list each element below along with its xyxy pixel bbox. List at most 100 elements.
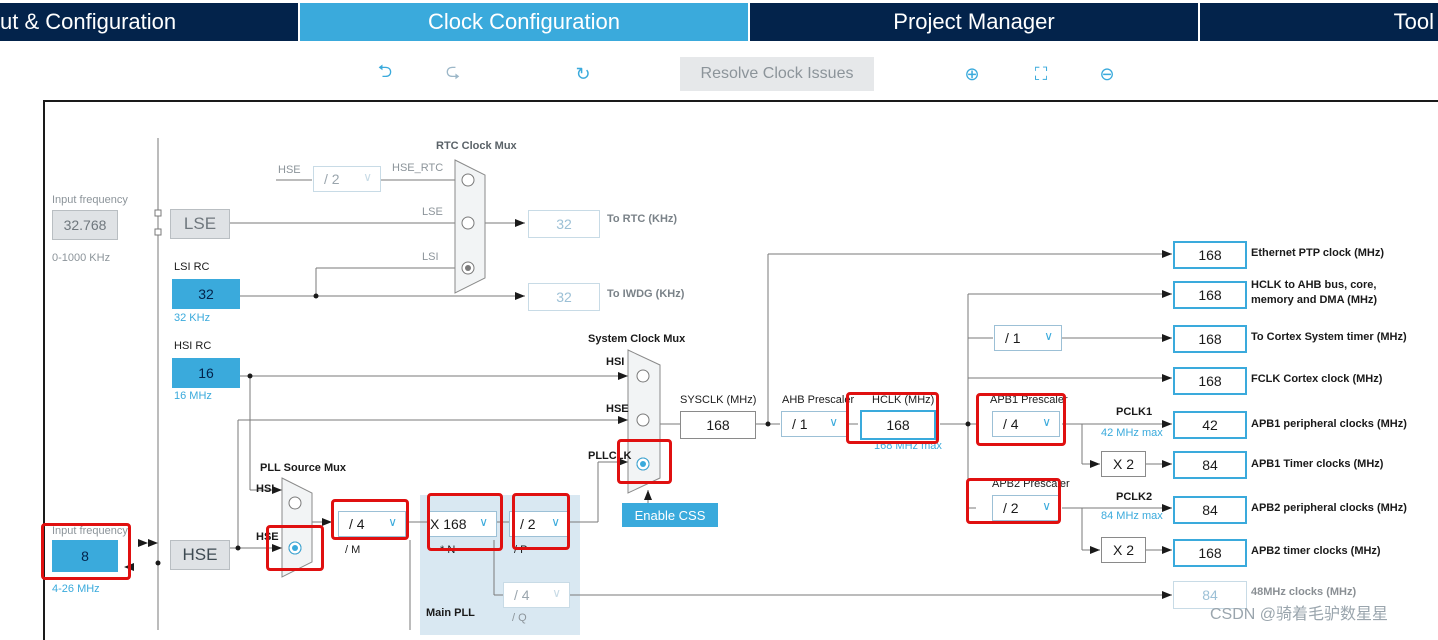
highlight-hclk	[846, 392, 939, 444]
chevron-down-icon: ∨	[388, 515, 397, 529]
clock-diagram-frame	[43, 100, 1438, 640]
ethernet-ptp-clock-value[interactable]: 168	[1173, 241, 1247, 269]
ethernet-ptp-clock-label: Ethernet PTP clock (MHz)	[1251, 247, 1385, 259]
chevron-down-icon: ∨	[551, 515, 560, 529]
pll-m-label: / M	[345, 544, 361, 556]
highlight-apb2	[966, 478, 1061, 524]
hse-rtc-label: HSE_RTC	[392, 162, 444, 174]
apb1-prescaler-value: / 4	[1003, 416, 1019, 432]
highlight-pll-p	[512, 493, 570, 550]
rtc-output-label: To RTC (KHz)	[607, 213, 678, 225]
pll-q-value: / 4	[514, 587, 530, 603]
refresh-icon[interactable]: ↻	[575, 63, 591, 84]
apb2-timer-multiplier: X 2	[1101, 537, 1146, 563]
undo-icon[interactable]: ⮌	[377, 61, 393, 81]
pclk2-max: 84 MHz max	[1101, 510, 1163, 522]
enable-css-button[interactable]: Enable CSS	[622, 503, 718, 527]
apb2-peripheral-clocks-value[interactable]: 84	[1173, 496, 1247, 524]
tab-tools[interactable]: Tool	[1200, 3, 1438, 41]
zoom-out-icon[interactable]: ⊖	[1099, 63, 1115, 84]
tab-label: Clock Configuration	[428, 9, 620, 34]
hclk-label: HCLK (MHz)	[872, 394, 935, 406]
pll-source-hsi-label: HSI	[256, 483, 275, 495]
pll-m-value: / 4	[349, 516, 365, 532]
rtc-lsi-label: LSI	[422, 251, 439, 263]
apb1-peripheral-clocks-value[interactable]: 42	[1173, 411, 1247, 439]
chevron-down-icon: ∨	[1042, 499, 1051, 513]
hse-range: 4-26 MHz	[52, 583, 100, 595]
hse-rtc-divider[interactable]: / 2 ∨	[313, 166, 381, 192]
pll-m-divider[interactable]: / 4 ∨	[338, 511, 406, 537]
chevron-down-icon: ∨	[363, 170, 372, 184]
apb2-prescaler-select[interactable]: / 2 ∨	[992, 495, 1060, 521]
cortex-system-timer-value[interactable]: 168	[1173, 325, 1247, 353]
tab-project-manager[interactable]: Project Manager	[750, 3, 1198, 41]
pll-p-value: / 2	[520, 516, 536, 532]
48mhz-clocks-label: 48MHz clocks (MHz)	[1251, 586, 1357, 598]
apb1-peripheral-clocks-label: APB1 peripheral clocks (MHz)	[1251, 418, 1407, 430]
pclk1-max: 42 MHz max	[1101, 427, 1163, 439]
fclk-cortex-clock-value[interactable]: 168	[1173, 367, 1247, 395]
pll-n-value: X 168	[430, 516, 467, 532]
chevron-down-icon: ∨	[1042, 415, 1051, 429]
system-clock-mux-title: System Clock Mux	[588, 333, 686, 345]
apb1-timer-clocks-value[interactable]: 84	[1173, 451, 1247, 479]
system-mux-pllclk-label: PLLCLK	[588, 450, 632, 462]
highlight-pll-n	[427, 493, 503, 551]
iwdg-output-value[interactable]: 32	[528, 283, 600, 311]
chevron-down-icon: ∨	[829, 415, 838, 429]
ahb-prescaler-label: AHB Prescaler	[782, 394, 855, 406]
lse-input-frequency[interactable]: 32.768	[52, 210, 118, 240]
lse-input-label: Input frequency	[52, 194, 128, 206]
system-mux-hsi-label: HSI	[606, 356, 625, 368]
hclk-ahb-value[interactable]: 168	[1173, 281, 1247, 309]
chevron-down-icon: ∨	[552, 586, 561, 600]
pll-source-mux-title: PLL Source Mux	[260, 462, 346, 474]
highlight-apb1	[976, 393, 1066, 446]
tab-label: Project Manager	[893, 9, 1055, 34]
rtc-output-value[interactable]: 32	[528, 210, 600, 238]
cortex-timer-divider-value: / 1	[1005, 330, 1021, 346]
hclk-ahb-label-line2: memory and DMA (MHz)	[1251, 294, 1378, 306]
lse-range: 0-1000 KHz	[52, 252, 111, 264]
pll-p-divider[interactable]: / 2 ∨	[509, 511, 569, 537]
pll-q-divider[interactable]: / 4 ∨	[503, 582, 570, 608]
main-pll-title: Main PLL	[426, 607, 475, 619]
sysclk-label: SYSCLK (MHz)	[680, 394, 757, 406]
hse-input-frequency[interactable]: 8	[52, 540, 118, 572]
lse-block: LSE	[170, 209, 230, 239]
highlight-pllclk	[617, 439, 672, 484]
hclk-value[interactable]: 168	[860, 410, 936, 440]
tab-clock-configuration[interactable]: Clock Configuration	[300, 3, 748, 41]
chevron-down-icon: ∨	[1044, 329, 1053, 343]
highlight-pll-m	[331, 499, 409, 540]
hse-input-label: Input frequency	[52, 525, 128, 537]
tab-pinout-configuration[interactable]: ut & Configuration	[0, 3, 298, 41]
apb2-timer-clocks-value[interactable]: 168	[1173, 539, 1247, 567]
resolve-clock-issues-button[interactable]: Resolve Clock Issues	[680, 57, 874, 91]
sysclk-value[interactable]: 168	[680, 411, 756, 439]
apb2-prescaler-value: / 2	[1003, 500, 1019, 516]
highlight-pll-source-hse	[266, 525, 324, 571]
hclk-ahb-label: HCLK to AHB bus, core,	[1251, 279, 1377, 291]
cortex-timer-divider[interactable]: / 1 ∨	[994, 325, 1062, 351]
apb2-peripheral-clocks-label: APB2 peripheral clocks (MHz)	[1251, 502, 1407, 514]
lsi-value: 32	[172, 279, 240, 309]
pll-n-multiplier[interactable]: X 168∨	[427, 511, 497, 537]
48mhz-clocks-value[interactable]: 84	[1173, 581, 1247, 609]
apb1-prescaler-label: APB1 Prescaler	[990, 394, 1068, 406]
apb1-prescaler-select[interactable]: / 4 ∨	[992, 411, 1060, 437]
apb1-timer-multiplier: X 2	[1101, 451, 1146, 477]
fit-screen-icon[interactable]: ⛶	[1034, 63, 1048, 84]
system-mux-hse-label: HSE	[606, 403, 629, 415]
ahb-prescaler-select[interactable]: / 1∨	[781, 411, 847, 437]
apb2-prescaler-label: APB2 Prescaler	[992, 478, 1070, 490]
rtc-lse-label: LSE	[422, 206, 443, 218]
hse-rtc-divider-value: / 2	[324, 171, 340, 187]
iwdg-output-label: To IWDG (KHz)	[607, 288, 685, 300]
redo-icon[interactable]: ⮎	[445, 61, 461, 81]
zoom-in-icon[interactable]: ⊕	[964, 63, 980, 84]
pclk1-label: PCLK1	[1116, 406, 1153, 418]
tab-bar: ut & Configuration Clock Configuration P…	[0, 0, 1438, 44]
